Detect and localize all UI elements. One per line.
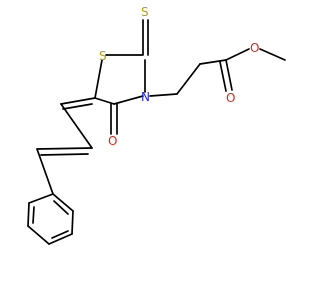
atom-o-ester: O xyxy=(250,41,259,55)
bond-c5-ch-a xyxy=(60,97,96,105)
bond-n-ch2 xyxy=(149,93,178,97)
atom-s-thione: S xyxy=(141,5,149,19)
bond-cester-oester xyxy=(225,48,250,61)
bond-c5-s1 xyxy=(94,59,103,99)
bond-ph-3-4 xyxy=(27,225,50,245)
bond-cester-o-a xyxy=(225,59,233,91)
bond-ph-4-5 xyxy=(48,233,73,245)
bond-ch2-ch2 xyxy=(176,63,201,95)
bond-ph-6-1 xyxy=(52,193,74,212)
bond-ch-phenyl xyxy=(36,148,54,195)
bond-ch-ch2-a xyxy=(36,147,93,150)
bond-c4-c5 xyxy=(94,97,115,105)
bond-ch-ch xyxy=(60,103,93,149)
atom-o-carbonyl: O xyxy=(226,91,235,105)
bonds xyxy=(27,19,286,245)
atom-s-ring: S xyxy=(99,49,107,63)
atom-labels: S S N O O O xyxy=(99,5,259,148)
bond-ph-inner-c xyxy=(53,200,69,215)
atom-o-ketone: O xyxy=(108,134,117,148)
bond-ch2-cester xyxy=(199,59,227,65)
bond-ph-inner-b xyxy=(51,230,69,239)
bond-n3-c4 xyxy=(113,95,144,105)
bond-c5-ch-b xyxy=(62,103,93,110)
molecule-structure-diagram: S S N O O O xyxy=(27,5,286,245)
bond-ph-1-2 xyxy=(28,193,54,204)
bond-cester-o-b xyxy=(219,61,227,92)
bond-ph-5-6 xyxy=(71,210,74,235)
bond-ph-2-3 xyxy=(27,202,30,227)
bond-ph-inner-a xyxy=(32,206,35,224)
bond-oester-ch3 xyxy=(259,48,286,61)
atom-n-ring: N xyxy=(141,90,150,104)
bond-ch-ch2-b xyxy=(40,153,89,156)
